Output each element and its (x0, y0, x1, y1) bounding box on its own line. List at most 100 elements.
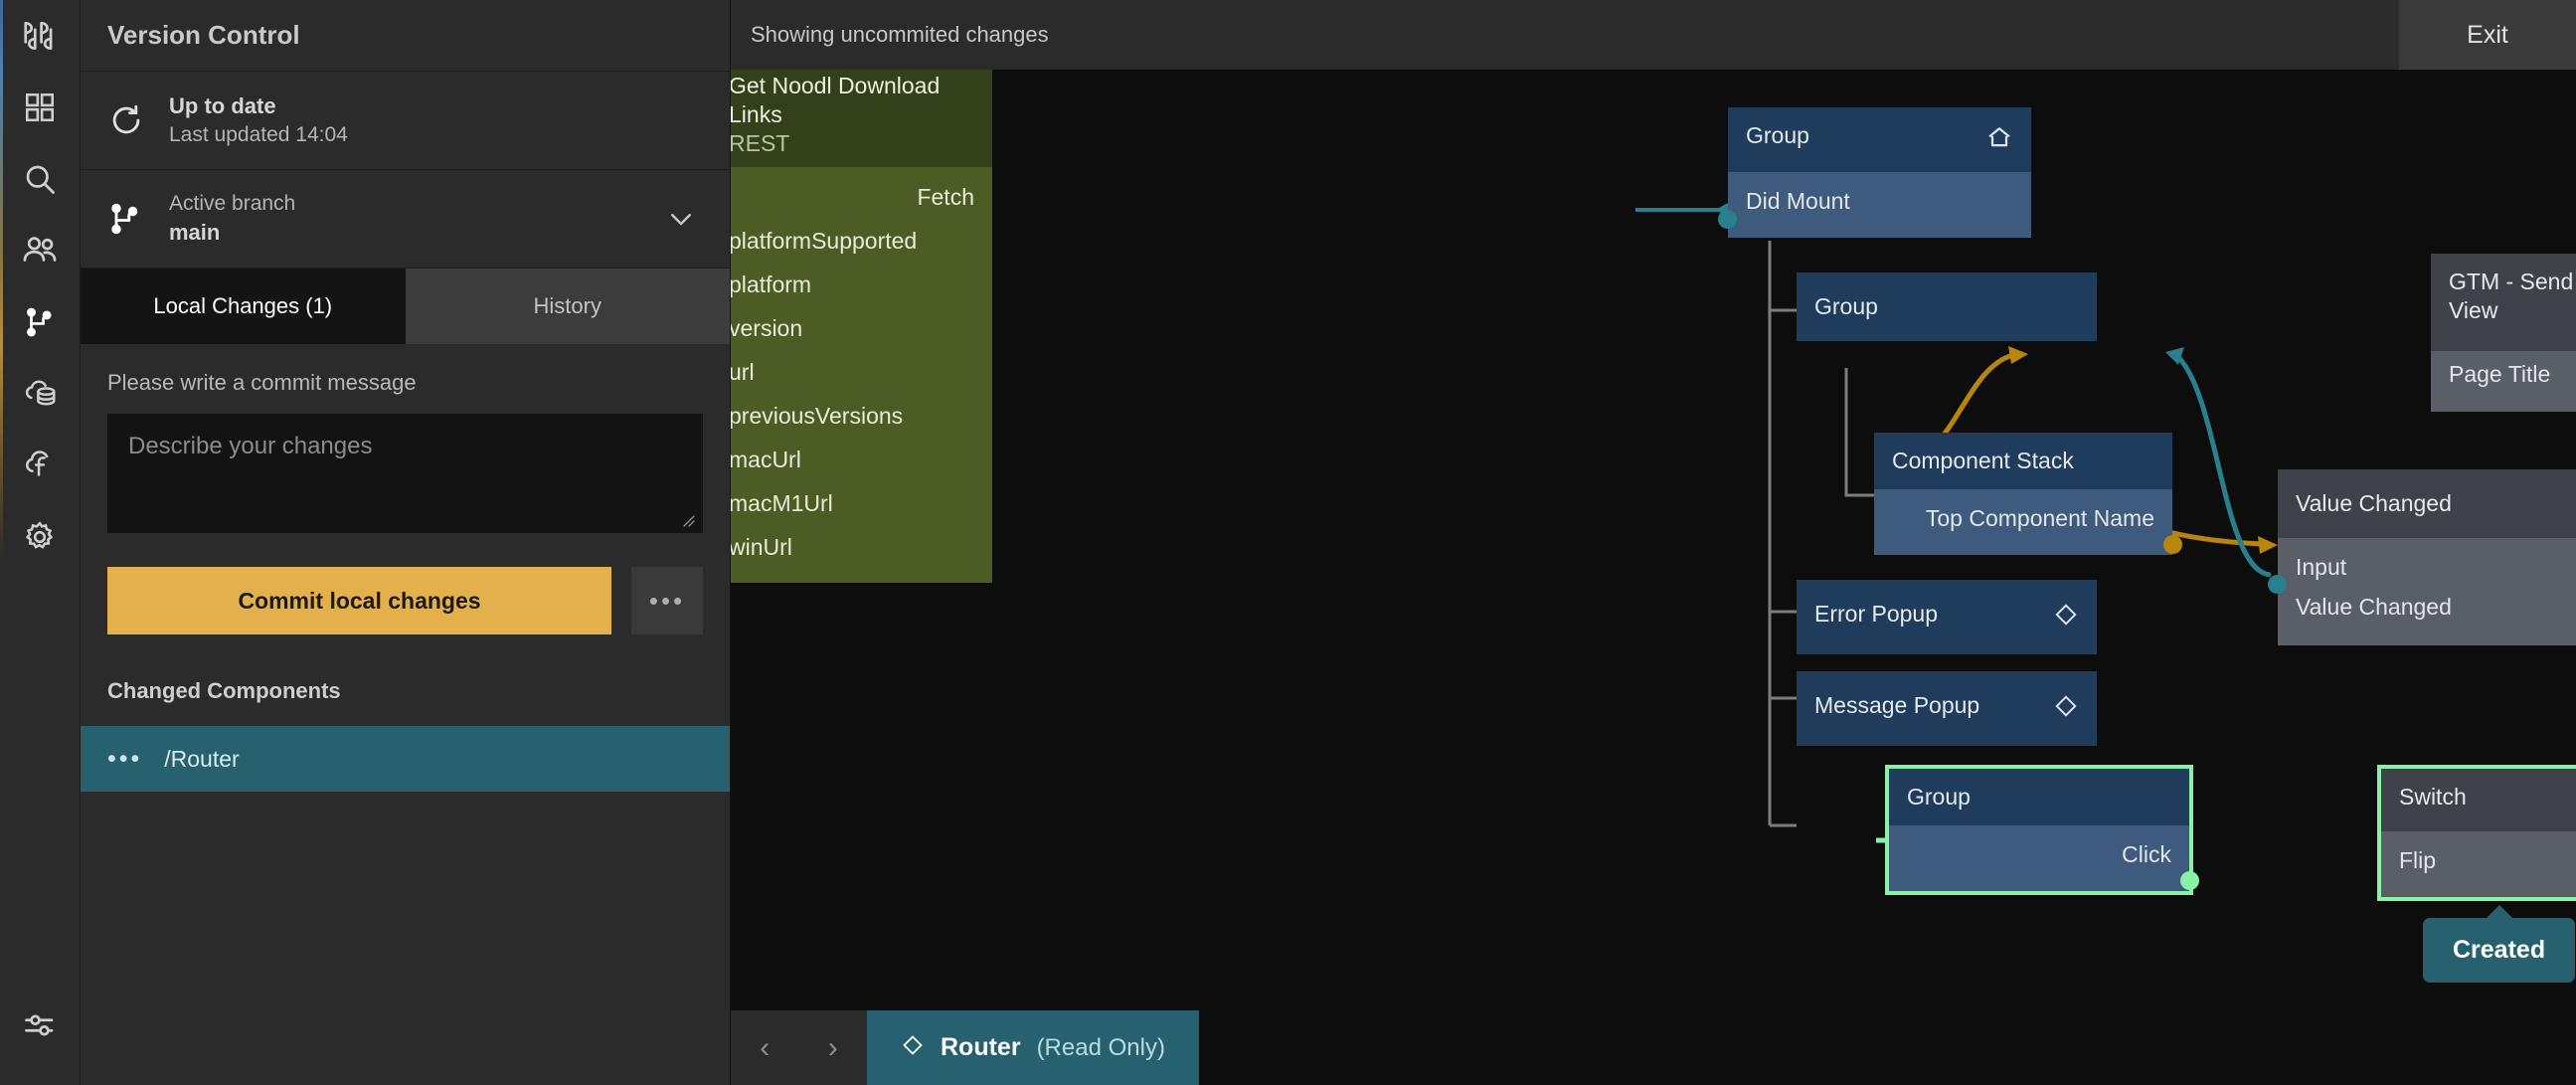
search-icon[interactable] (0, 143, 81, 215)
noodl-logo-icon[interactable] (0, 0, 81, 72)
diamond-icon (2053, 693, 2079, 726)
refresh-icon[interactable] (107, 101, 169, 139)
sliders-icon[interactable] (0, 990, 81, 1061)
commit-local-changes-button[interactable]: Commit local changes (107, 567, 611, 635)
commit-message-label: Please write a commit message (107, 370, 417, 396)
port-click[interactable]: Click (2122, 841, 2171, 868)
row-more-icon[interactable]: ••• (107, 744, 143, 773)
node-message-popup[interactable]: Message Popup (1797, 671, 2097, 746)
port-url[interactable]: url (731, 358, 755, 385)
branch-icon[interactable] (0, 286, 81, 358)
node-title: Group (1746, 122, 1809, 148)
node-title: Error Popup (1814, 601, 1939, 627)
changed-component-row[interactable]: ••• /Router (81, 726, 730, 793)
home-icon (1985, 123, 2013, 158)
active-branch-label: Active branch (169, 192, 296, 216)
breadcrumb-router[interactable]: Router (Read Only) (867, 1010, 1199, 1085)
created-tooltip: Created (2423, 905, 2576, 983)
node-ports: Did Mount (1728, 171, 2031, 238)
node-header: Switch (2381, 769, 2576, 831)
port-page-title[interactable]: Page Title (2449, 361, 2551, 387)
vc-tabs: Local Changes (1) History (81, 269, 730, 345)
sync-status-title: Up to date (169, 93, 276, 118)
node-header: Component Stack (1874, 433, 2172, 489)
node-ports: Input Value Changed (2278, 537, 2576, 645)
exit-button[interactable]: Exit (2399, 0, 2576, 70)
breadcrumb-readonly: (Read Only) (1036, 1033, 1165, 1061)
node-group-2[interactable]: Group (1797, 272, 2097, 341)
node-title: Value Changed (2296, 490, 2452, 516)
port-connector-click[interactable] (2180, 871, 2199, 890)
port-value-changed-out[interactable]: Value Changed (2296, 594, 2452, 621)
node-component-stack[interactable]: Component Stack Top Component Name (1874, 433, 2182, 555)
active-branch-text: Active branch main (169, 190, 659, 248)
node-get-noodl-download-links[interactable]: Get Noodl Download Links REST Fetch plat… (731, 70, 992, 584)
port-macUrl[interactable]: macUrl (731, 446, 801, 472)
node-header: Get Noodl Download Links REST (731, 70, 992, 168)
node-value-changed[interactable]: Value Changed Input Value Changed (2268, 469, 2576, 645)
resize-grip-icon[interactable] (678, 510, 696, 528)
commit-actions: Commit local changes ••• (107, 567, 703, 635)
port-fetch[interactable]: Fetch (917, 183, 974, 210)
components-grid-icon[interactable] (0, 72, 81, 143)
port-top-component-name[interactable]: Top Component Name (1925, 505, 2154, 532)
changed-components-heading: Changed Components (107, 678, 341, 704)
changed-component-name: /Router (164, 745, 240, 772)
branch-icon (107, 201, 169, 237)
node-switch[interactable]: Switch Flip (2377, 765, 2576, 901)
commit-area: Please write a commit message Describe y… (81, 344, 730, 635)
chevron-down-icon[interactable] (659, 204, 703, 234)
node-header: Group (1728, 107, 2031, 172)
tab-local-changes[interactable]: Local Changes (1) (81, 269, 406, 345)
gear-icon[interactable] (0, 501, 81, 573)
port-did-mount[interactable]: Did Mount (1746, 188, 1850, 215)
bottom-bar: ‹ › Router (Read Only) (731, 996, 2576, 1085)
node-ports: Click (1889, 824, 2189, 891)
node-title: Message Popup (1814, 692, 1980, 718)
node-title: Switch (2399, 784, 2467, 810)
port-flip[interactable]: Flip (2399, 847, 2437, 874)
sync-status-subtitle: Last updated 14:04 (169, 122, 348, 146)
tooltip-arrow-icon (2485, 905, 2513, 919)
node-title: Component Stack (1892, 448, 2074, 473)
commit-message-input[interactable]: Describe your changes (107, 414, 703, 534)
version-control-panel: Version Control Up to date Last updated … (81, 0, 731, 1085)
tab-history[interactable]: History (405, 269, 730, 345)
commit-more-button[interactable]: ••• (631, 567, 703, 635)
node-title: Group (1814, 293, 1878, 319)
node-gtm-send-page-view[interactable]: GTM - Send Page View Page Title Send (2431, 254, 2576, 412)
node-subtitle: REST (731, 129, 790, 156)
cloud-data-icon[interactable] (0, 358, 81, 430)
users-icon[interactable] (0, 215, 81, 286)
diamond-icon (901, 1033, 925, 1062)
port-macM1Url[interactable]: macM1Url (731, 489, 833, 516)
nav-forward-button[interactable]: › (827, 1030, 838, 1064)
icon-rail (0, 0, 81, 1085)
node-ports: Flip (2381, 830, 2576, 897)
node-ports: Top Component Name (1874, 488, 2172, 555)
active-branch-row[interactable]: Active branch main (81, 170, 730, 270)
port-platformSupported[interactable]: platformSupported (731, 227, 918, 254)
node-title: Get Noodl Download Links (731, 73, 941, 127)
port-connector-did-mount[interactable] (1718, 210, 1737, 229)
top-bar: Showing uncommited changes Exit (731, 0, 2576, 70)
uncommitted-changes-message: Showing uncommited changes (751, 22, 1049, 47)
node-ports: Fetch platformSupported platform version… (731, 167, 992, 584)
node-group-click[interactable]: Group Click (1885, 765, 2199, 895)
node-graph-canvas[interactable]: Get Noodl Download Links REST Fetch plat… (731, 70, 2576, 1085)
active-branch-value: main (169, 220, 221, 246)
port-version[interactable]: version (731, 314, 803, 341)
node-error-popup[interactable]: Error Popup (1797, 580, 2097, 654)
port-platform[interactable]: platform (731, 271, 812, 297)
tooltip-label: Created (2453, 936, 2546, 964)
cloud-function-icon[interactable] (0, 430, 81, 501)
node-group-root[interactable]: Group Did Mount (1718, 107, 2031, 238)
port-winUrl[interactable]: winUrl (731, 533, 792, 560)
node-header: GTM - Send Page View (2431, 254, 2576, 351)
port-connector-value-changed[interactable] (2268, 575, 2287, 594)
port-previousVersions[interactable]: previousVersions (731, 402, 904, 429)
sync-status-row[interactable]: Up to date Last updated 14:04 (81, 72, 730, 171)
port-connector-top-component-name[interactable] (2163, 535, 2182, 554)
port-input[interactable]: Input (2296, 554, 2347, 581)
nav-back-button[interactable]: ‹ (760, 1030, 771, 1064)
